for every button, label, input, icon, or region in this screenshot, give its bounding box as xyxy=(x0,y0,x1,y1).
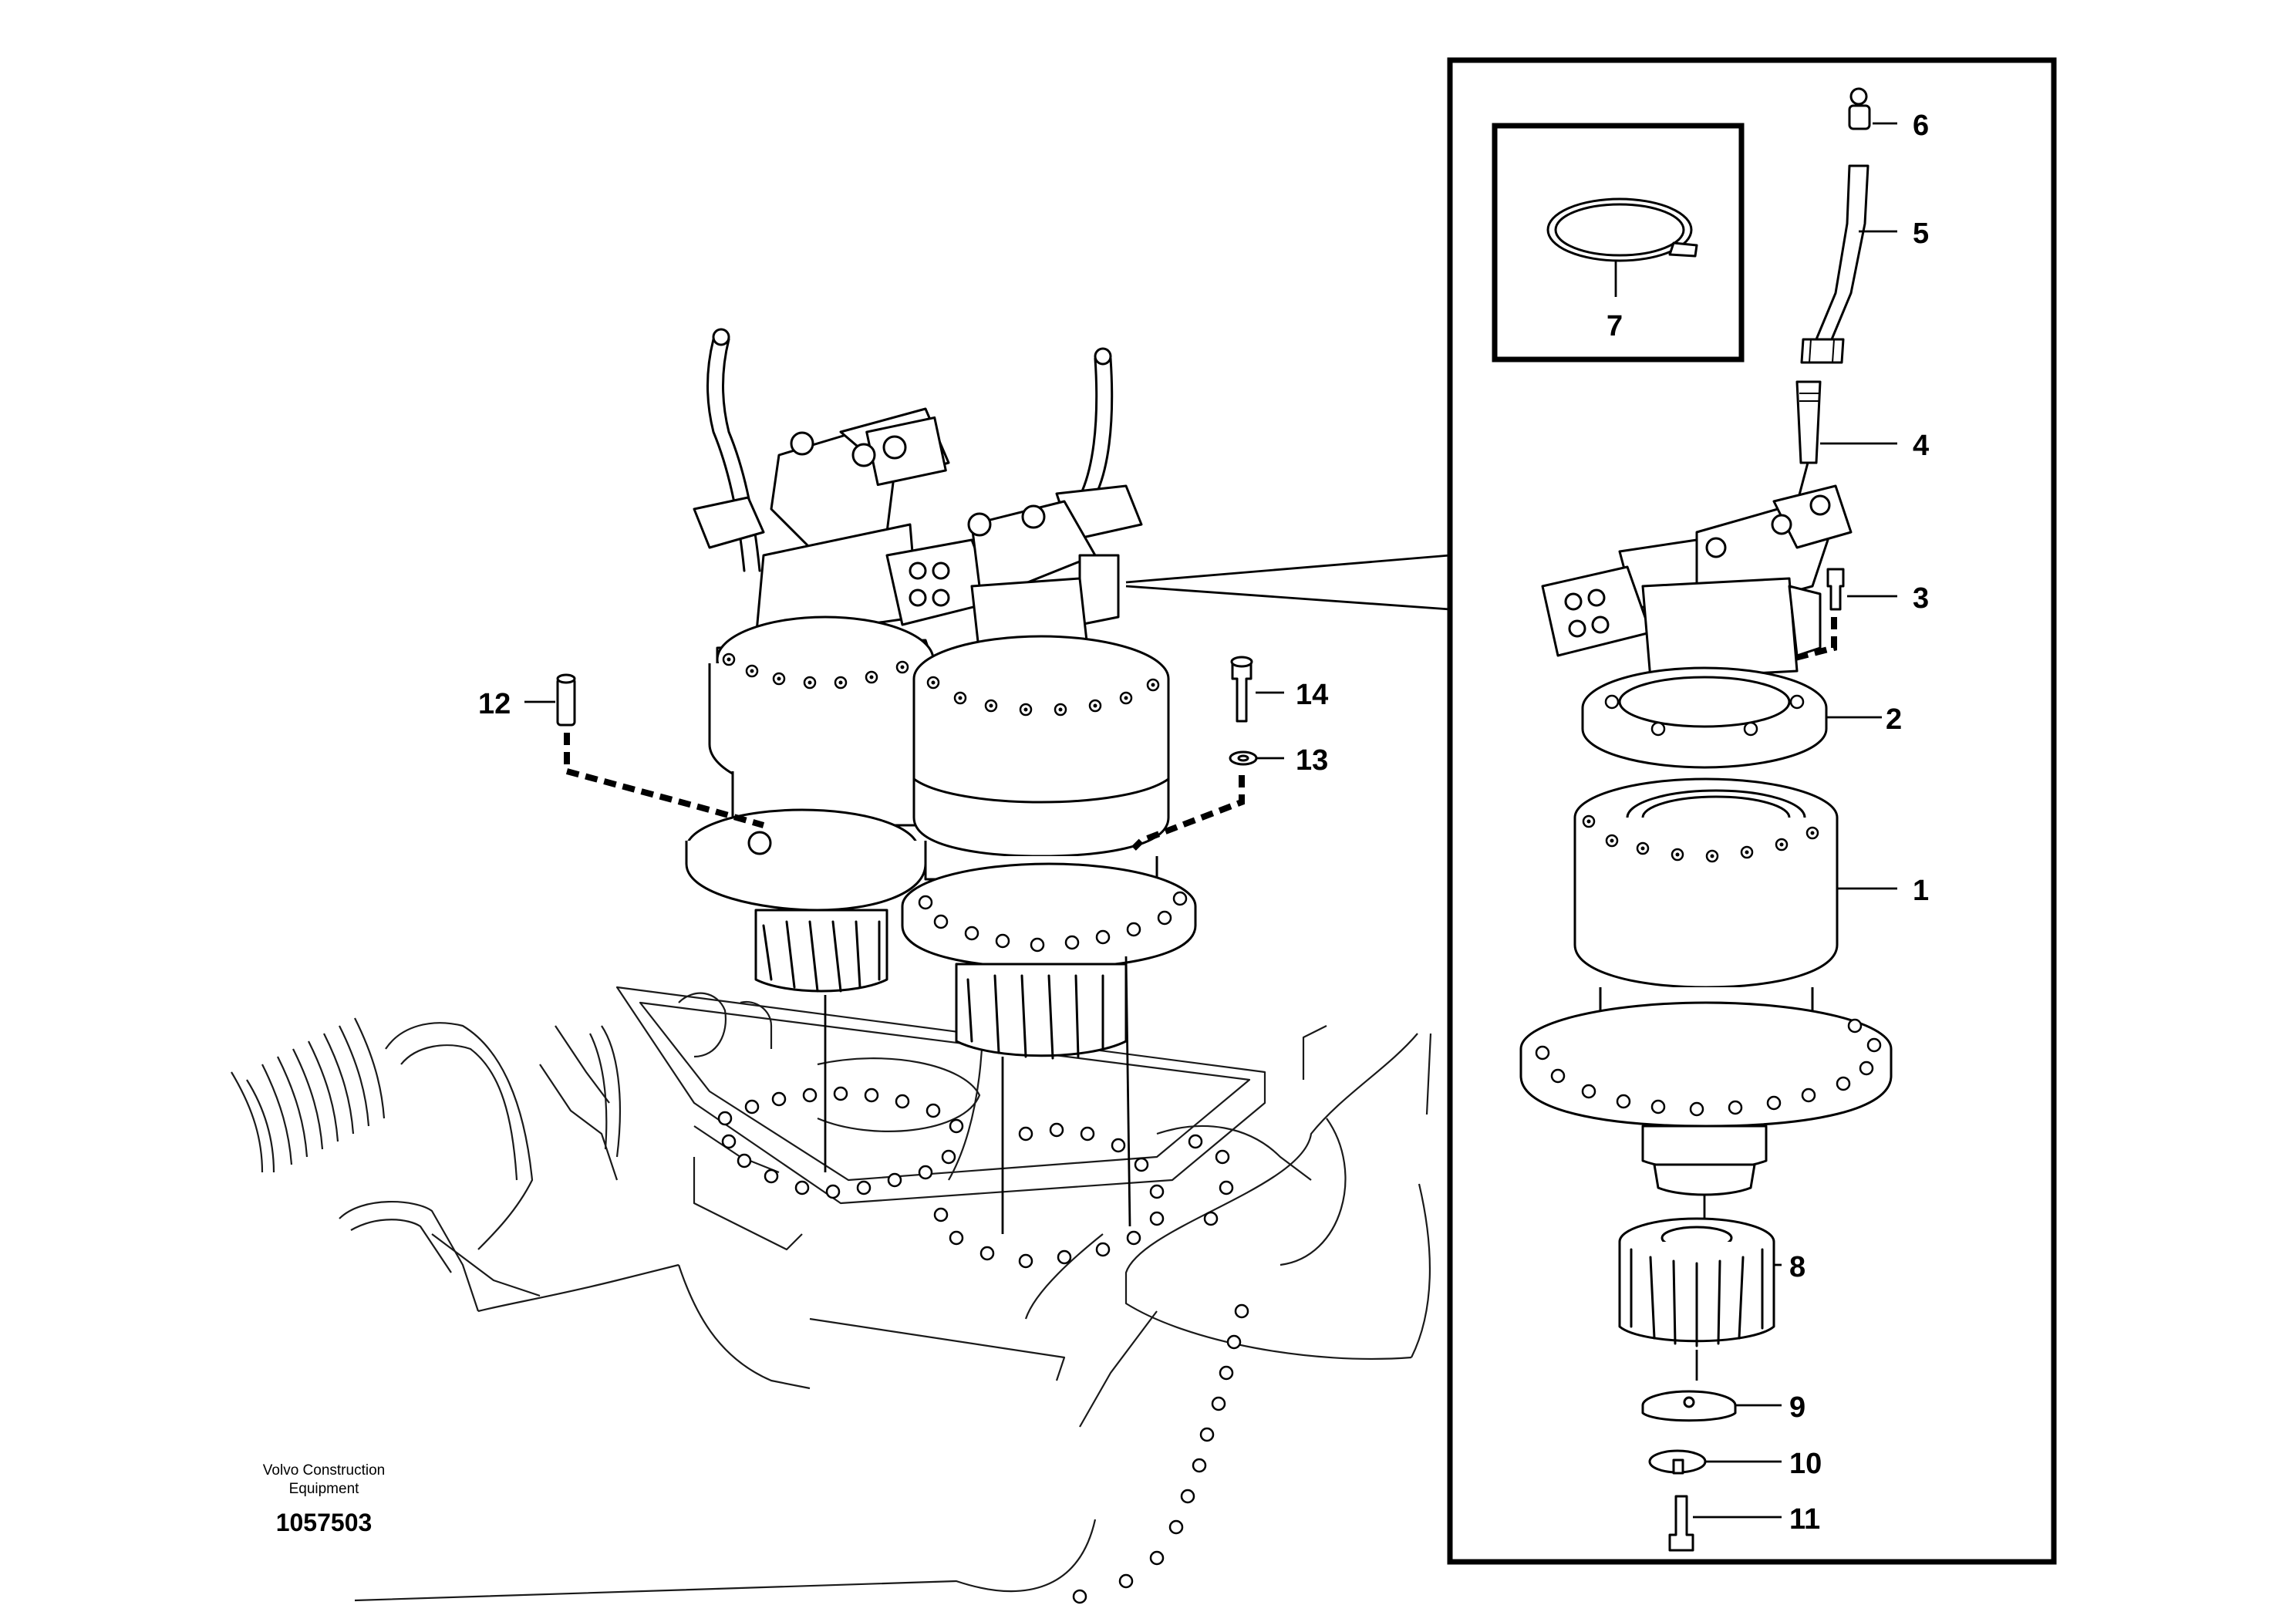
part-14-bolt xyxy=(1230,656,1253,723)
detail-zoom-lines xyxy=(1125,554,1451,611)
part-9-retainer-plate xyxy=(1641,1390,1737,1422)
credit-line-1: Volvo Construction xyxy=(263,1462,385,1479)
slew-motor-front-assembly xyxy=(885,347,1197,1060)
callout-leader-lines xyxy=(524,122,1897,1519)
callout-14: 14 xyxy=(1296,679,1328,711)
part-13-washer xyxy=(1229,750,1258,766)
cab-frame-background xyxy=(231,992,811,1390)
callout-10: 10 xyxy=(1789,1448,1822,1480)
part-2-flange xyxy=(1581,666,1828,769)
part-6-dipstick-cap xyxy=(1848,87,1871,130)
part-8-pinion-gear xyxy=(1618,1217,1775,1381)
callout-2: 2 xyxy=(1886,703,1902,736)
callout-13: 13 xyxy=(1296,744,1328,777)
assembly-drop-lines xyxy=(824,956,1131,1234)
part-3-bolt xyxy=(1826,568,1845,611)
hydraulic-motor-detail xyxy=(1541,484,1853,680)
callout-8: 8 xyxy=(1789,1251,1805,1283)
callout-5: 5 xyxy=(1913,218,1929,250)
circlip-inset-box xyxy=(1492,123,1745,363)
callout-3: 3 xyxy=(1913,582,1929,615)
callout-1: 1 xyxy=(1913,875,1929,907)
part-12-pin xyxy=(556,673,576,727)
part-13-14-dashed-leader xyxy=(1131,775,1245,851)
callout-4: 4 xyxy=(1913,430,1929,462)
figure-credit: Volvo Construction Equipment 1057503 xyxy=(263,1462,385,1536)
upper-frame-background xyxy=(354,886,1432,1602)
credit-line-2: Equipment xyxy=(289,1481,360,1497)
part-5-dipstick-tube xyxy=(1800,164,1870,364)
part-1-gearbox-housing xyxy=(1519,777,1893,1219)
callout-6: 6 xyxy=(1913,110,1929,142)
callout-11: 11 xyxy=(1789,1503,1820,1536)
callout-labels: 1 2 3 4 5 6 7 8 9 10 11 12 13 14 xyxy=(478,110,1929,1536)
callout-9: 9 xyxy=(1789,1391,1805,1424)
callout-7: 7 xyxy=(1607,310,1623,342)
callout-12: 12 xyxy=(478,688,511,720)
exploded-detail-panel xyxy=(1447,57,2057,1565)
slew-motor-rear-assembly xyxy=(685,328,950,993)
part-10-lock-washer xyxy=(1648,1449,1707,1475)
figure-number: 1057503 xyxy=(276,1509,373,1536)
part-11-bolt xyxy=(1668,1495,1694,1552)
part-12-dashed-leader xyxy=(564,733,765,828)
